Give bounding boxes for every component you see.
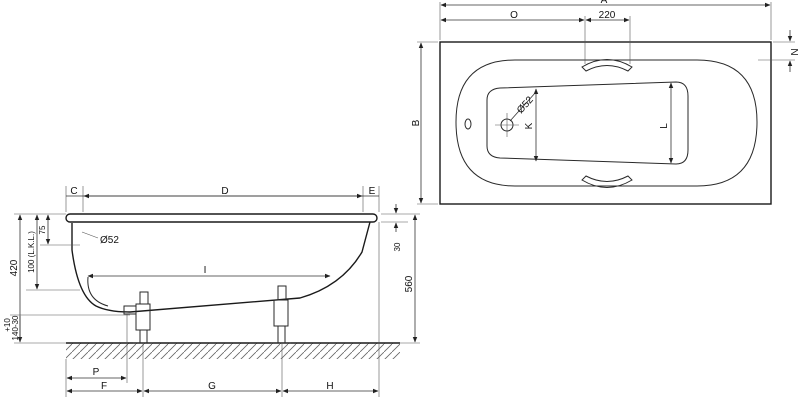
label-C: C [70, 186, 77, 197]
label-O: O [510, 10, 518, 21]
label-140-30: 140-30 [11, 315, 20, 340]
label-diam52-side: Ø52 [100, 235, 119, 246]
label-E: E [369, 186, 376, 197]
label-420: 420 [9, 259, 20, 276]
tub-rim [65, 213, 378, 223]
label-220: 220 [599, 10, 616, 21]
label-tolerance: +10 [3, 318, 12, 332]
tub-rim-inner [455, 59, 758, 187]
label-560: 560 [404, 275, 415, 292]
label-P: P [93, 367, 100, 378]
label-D: D [221, 186, 228, 197]
label-100-lkl: 100 (L.K.L.) [27, 231, 36, 273]
tub-outline-top [439, 41, 772, 205]
label-A: A [601, 0, 608, 6]
handle-top [581, 59, 633, 72]
side-view: C D E 75 100 (L.K.L.) 420 +10 140-30 Ø52… [3, 186, 420, 397]
label-N: N [790, 48, 800, 55]
label-I: I [204, 265, 207, 276]
label-K: K [524, 122, 535, 129]
label-diam52-top: Ø52 [515, 94, 536, 116]
floor-hatch [66, 343, 400, 359]
label-30: 30 [393, 242, 402, 251]
drain-fitting [123, 305, 137, 315]
label-H: H [326, 381, 333, 392]
tub-basin-top [486, 81, 689, 165]
label-F: F [101, 381, 107, 392]
label-B: B [411, 119, 422, 126]
foot-left [133, 291, 153, 344]
tub-body [71, 221, 371, 313]
handle-bottom [581, 175, 633, 188]
label-L: L [659, 123, 670, 129]
foot-right [271, 285, 291, 344]
top-view: A O 220 N B Ø52 K L [411, 0, 800, 205]
overflow-top [464, 118, 472, 130]
label-75: 75 [38, 225, 47, 234]
label-G: G [208, 381, 216, 392]
